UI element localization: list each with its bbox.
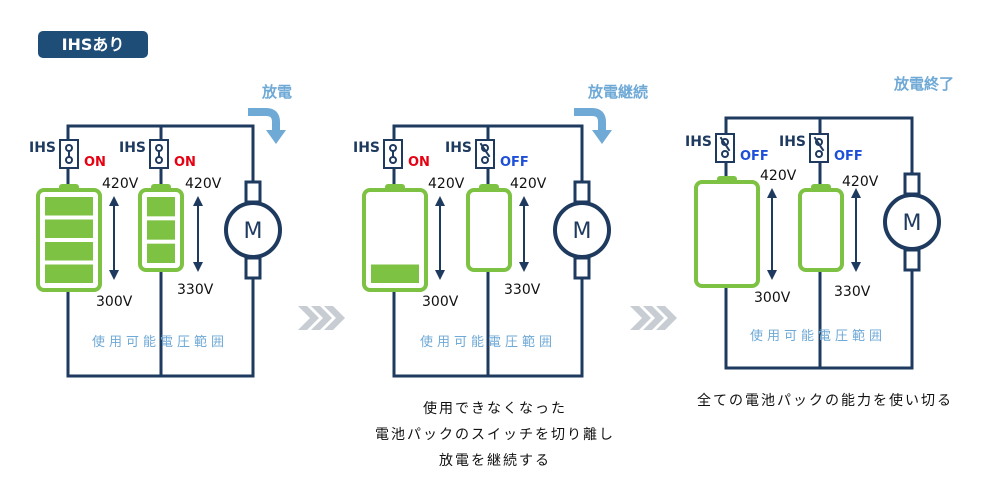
panel-3-left-switch-blade bbox=[719, 136, 731, 152]
panel-2-range-label: 使用可能電圧範囲 bbox=[420, 334, 556, 350]
middle-caption-line-1: 使用できなくなった bbox=[423, 401, 567, 417]
panel-2-left-battery-cell bbox=[371, 264, 419, 283]
panel-3-left-bottom-voltage: 300V bbox=[754, 290, 791, 306]
panel-1-range-label: 使用可能電圧範囲 bbox=[92, 334, 228, 350]
panel-3-right-switch-state: OFF bbox=[834, 149, 863, 164]
panel-2-motor-bottom-cap bbox=[573, 256, 591, 280]
panel-3-right-bottom-voltage: 330V bbox=[834, 284, 871, 300]
transition-1-chevron bbox=[311, 306, 332, 330]
panel-2-motor-top-cap bbox=[573, 180, 591, 204]
panel-3-left-switch-name: IHS bbox=[685, 134, 712, 150]
panel-2-motor-body bbox=[553, 201, 611, 259]
panel-1-left-switch-state: ON bbox=[84, 155, 106, 170]
panel-1-right-battery-cell bbox=[147, 197, 175, 217]
middle-caption: 使用できなくなった 電池パックのスイッチを切り離し 放電を継続する bbox=[330, 396, 660, 474]
panel-1-left-top-voltage: 420V bbox=[102, 176, 139, 192]
panel-1-left-range-arrow-head-up bbox=[109, 196, 119, 206]
panel-1-right-battery-cell bbox=[147, 243, 175, 263]
panel-3-left-battery-case bbox=[694, 180, 760, 288]
panel-2-right-switch-contact-bottom bbox=[481, 156, 489, 164]
panel-2-right-switch-box bbox=[475, 139, 495, 169]
panel-1-left-bottom-voltage: 300V bbox=[96, 294, 133, 310]
panel-1-right-battery-cell bbox=[147, 220, 175, 240]
panel-2-motor-label: M bbox=[573, 219, 592, 244]
panel-2-right-bottom-voltage: 330V bbox=[504, 282, 541, 298]
right-caption-line-1: 全ての電池パックの能力を使い切る bbox=[697, 393, 953, 409]
panel-2-right-switch-name: IHS bbox=[445, 140, 472, 156]
panel-3-left-range-arrow-head-down bbox=[767, 270, 777, 280]
panel-1-right-switch-name: IHS bbox=[119, 140, 146, 156]
panel-1-left-battery-cell bbox=[45, 264, 93, 283]
panel-2-right-battery-case bbox=[466, 188, 512, 272]
right-caption: 全ての電池パックの能力を使い切る bbox=[660, 388, 990, 414]
panel-2-status-label: 放電継続 bbox=[587, 83, 648, 101]
panel-1-left-range-arrow-head-down bbox=[109, 270, 119, 280]
panel-1-right-bottom-voltage: 330V bbox=[177, 282, 214, 298]
ihs-badge: IHSあり bbox=[38, 31, 148, 58]
panel-1-status-label: 放電 bbox=[261, 83, 292, 101]
panel-1-right-switch-state: ON bbox=[174, 155, 196, 170]
panel-1-left-battery-cell bbox=[45, 197, 93, 216]
panel-2-right-switch-blade bbox=[479, 142, 491, 158]
panel-2-left-range-arrow-head-up bbox=[435, 196, 445, 206]
panel-3-right-range-arrow-head-up bbox=[851, 188, 861, 198]
transition-1-chevron bbox=[298, 306, 319, 330]
panel-1-left-battery-cell bbox=[45, 242, 93, 261]
transition-2-chevron bbox=[630, 306, 651, 330]
panel-1-right-top-voltage: 420V bbox=[185, 176, 222, 192]
panel-2-right-switch-state: OFF bbox=[500, 155, 529, 170]
panel-1-motor-body bbox=[224, 201, 282, 259]
transition-2-chevron bbox=[643, 306, 664, 330]
panel-3-right-switch-box bbox=[809, 133, 829, 163]
panel-3-left-switch-state: OFF bbox=[740, 149, 769, 164]
panel-3-left-range-arrow-head-up bbox=[767, 188, 777, 198]
panel-3-motor-body bbox=[883, 193, 941, 251]
panel-2-flow-arrow-curve bbox=[574, 108, 606, 132]
panel-2-left-top-voltage: 420V bbox=[428, 176, 465, 192]
panel-1-left-battery-cell bbox=[45, 219, 93, 238]
middle-caption-line-3: 放電を継続する bbox=[439, 453, 551, 469]
panel-3-right-switch-blade bbox=[813, 136, 825, 152]
middle-caption-line-2: 電池パックのスイッチを切り離し bbox=[375, 427, 615, 443]
panel-3-left-top-voltage: 420V bbox=[760, 168, 797, 184]
panel-2-right-top-voltage: 420V bbox=[510, 176, 547, 192]
panel-2-left-switch-name: IHS bbox=[353, 140, 380, 156]
panel-2-left-range-arrow-head-down bbox=[435, 270, 445, 280]
panel-3-range-label: 使用可能電圧範囲 bbox=[750, 328, 886, 344]
panel-3-left-switch-contact-bottom bbox=[721, 150, 729, 158]
panel-3-right-switch-name: IHS bbox=[779, 134, 806, 150]
panel-1-motor-label: M bbox=[244, 219, 263, 244]
panel-3-motor-top-cap bbox=[903, 172, 921, 196]
panel-3-left-switch-box bbox=[715, 133, 735, 163]
transition-2-chevron bbox=[656, 306, 677, 330]
panel-3-right-range-arrow-head-down bbox=[851, 262, 861, 272]
transition-1-chevron bbox=[324, 306, 345, 330]
panel-1-left-switch-name: IHS bbox=[29, 140, 56, 156]
panel-3-right-battery-case bbox=[798, 188, 844, 272]
panel-3-status-label: 放電終了 bbox=[893, 75, 954, 93]
panel-2-left-bottom-voltage: 300V bbox=[422, 294, 459, 310]
panel-1-flow-arrow-head bbox=[266, 130, 286, 144]
panel-3-right-switch-contact-bottom bbox=[815, 150, 823, 158]
panel-2-left-switch-state: ON bbox=[408, 155, 430, 170]
panel-2-right-range-arrow-head-up bbox=[519, 196, 529, 206]
panel-3-motor-bottom-cap bbox=[903, 248, 921, 272]
panel-2-right-range-arrow-head-down bbox=[519, 262, 529, 272]
panel-1-motor-top-cap bbox=[244, 180, 262, 204]
panel-1-right-range-arrow-head-up bbox=[193, 196, 203, 206]
panel-3-motor-label: M bbox=[903, 211, 922, 236]
panel-3-right-top-voltage: 420V bbox=[842, 174, 879, 190]
panel-1-motor-bottom-cap bbox=[244, 256, 262, 280]
panel-1-flow-arrow-curve bbox=[248, 108, 280, 132]
panel-1-right-range-arrow-head-down bbox=[193, 262, 203, 272]
panel-2-flow-arrow-head bbox=[592, 130, 612, 144]
